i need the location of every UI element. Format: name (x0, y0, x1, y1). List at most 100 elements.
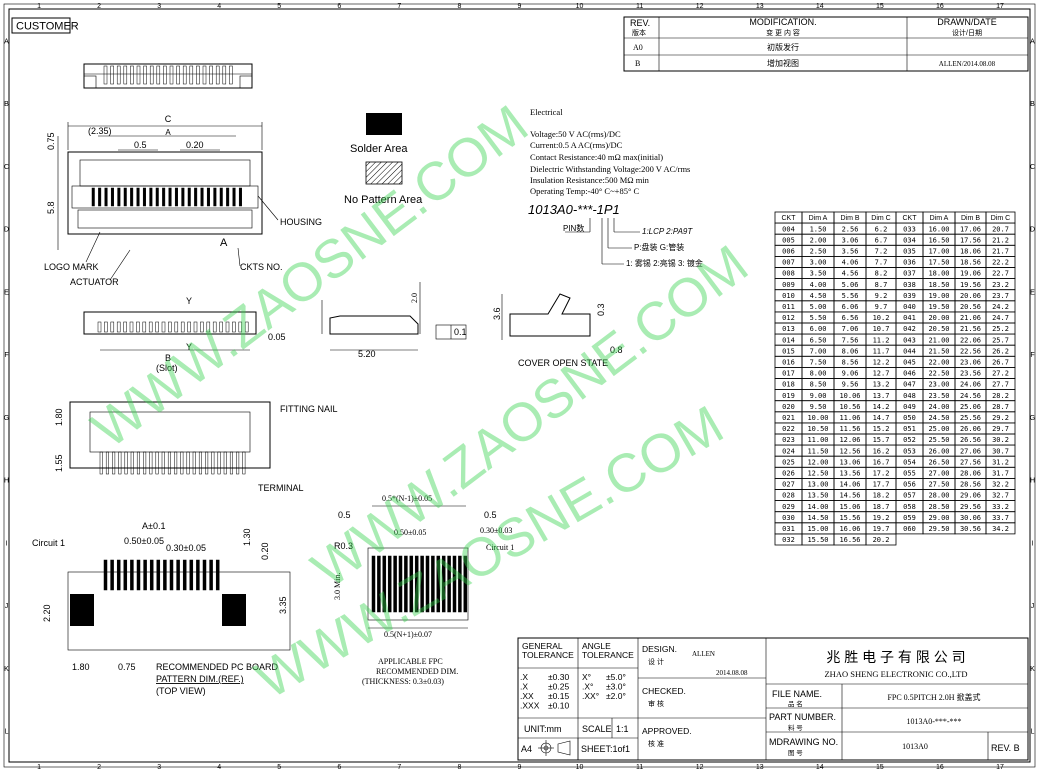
table-value: 009 (782, 281, 795, 289)
approved-label: APPROVED. (642, 726, 692, 736)
solder-area-label: Solder Area (350, 143, 408, 155)
table-value: 058 (903, 503, 916, 511)
mdrawing-label: MDRAWING NO. (769, 737, 838, 747)
pin (110, 559, 114, 591)
pcb-title-1: RECOMMENDED PC BOARD (156, 662, 279, 672)
pcb-dim-220: 2.20 (42, 604, 52, 622)
column-number: 8 (457, 3, 461, 10)
table-value: 21.06 (960, 314, 981, 322)
table-value: 19.00 (928, 292, 949, 300)
table-value: 17.7 (873, 481, 890, 489)
pcb-dim-050: 0.50±0.05 (124, 536, 164, 546)
row-letter: E (4, 289, 9, 296)
table-value: 24.06 (960, 381, 981, 389)
table-value: 23.00 (928, 381, 949, 389)
pin (398, 555, 403, 613)
table-value: 18.7 (873, 503, 890, 511)
table-value: 036 (903, 259, 916, 267)
table-value: 8.00 (810, 370, 827, 378)
part-code: 1013A0-***-1P1 PIN数 1:LCP 2:PA9T P:盘装 G:… (528, 202, 703, 268)
fpc-dim-05r: 0.5 (484, 510, 497, 520)
cover-dim-03: 0.3 (596, 303, 606, 316)
pin (192, 451, 196, 475)
table-value: 17.56 (960, 236, 981, 244)
table-value: 5.56 (842, 292, 859, 300)
table-value: 15.50 (807, 536, 828, 544)
table-value: 28.06 (960, 470, 981, 478)
fpc-r03: R0.3 (334, 541, 353, 551)
pin (193, 321, 198, 333)
table-value: 33.2 (992, 503, 1009, 511)
table-value: 004 (782, 225, 795, 233)
row-letter: H (1030, 478, 1035, 485)
bottom-dim-155: 1.55 (54, 454, 64, 472)
table-value: 13.7 (873, 392, 890, 400)
table-value: 29.00 (928, 514, 949, 522)
pin (169, 559, 174, 591)
table-value: 26.00 (928, 447, 949, 455)
table-value: 31.7 (992, 470, 1009, 478)
table-value: 19.7 (873, 525, 890, 533)
pin (97, 321, 102, 333)
table-value: 044 (903, 347, 916, 355)
table-value: 15.06 (839, 503, 860, 511)
fitting-nail-label: FITTING NAIL (280, 404, 338, 414)
pin (155, 187, 159, 207)
column-number: 2 (97, 764, 101, 771)
table-value: 16.2 (873, 447, 890, 455)
table-value: 17.2 (873, 470, 890, 478)
plan-dim-005: 0.05 (268, 332, 286, 342)
front-dim-05: 0.5 (134, 140, 147, 150)
table-value: 8.7 (875, 281, 888, 289)
table-value: 22.2 (992, 259, 1009, 267)
rev-row-1-rev: A0 (633, 43, 643, 52)
pin (226, 187, 230, 207)
table-value: 22.06 (960, 336, 981, 344)
fpc-title-1: APPLICABLE FPC (378, 657, 443, 666)
electrical-line-5: Insulation Resistance:500 MΩ min (530, 175, 650, 185)
pin (181, 187, 185, 207)
plating-label: 1: 雾锡 2:亮锡 3: 镀金 (626, 258, 703, 268)
electrical-specs: Electrical Voltage:50 V AC(rms)/DC Curre… (530, 107, 690, 196)
file-name-label-cn: 品 名 (788, 699, 803, 708)
table-header: Dim B (961, 215, 980, 222)
cover-dim-36: 3.6 (492, 307, 502, 320)
table-value: 13.2 (873, 381, 890, 389)
column-number: 3 (157, 3, 161, 10)
pin (425, 555, 430, 613)
pin (148, 321, 153, 333)
outer-frame (8, 8, 1031, 763)
table-value: 034 (903, 236, 916, 244)
table-value: 15.00 (807, 525, 828, 533)
scale-value: 1:1 (616, 724, 629, 734)
fpc-dim-030: 0.30±0.03 (480, 526, 512, 535)
electrical-title: Electrical (530, 107, 563, 117)
table-value: 20.50 (928, 325, 949, 333)
table-value: 3.50 (810, 270, 827, 278)
fpc-min30: 3.0 Min. (333, 573, 342, 600)
table-value: 060 (903, 525, 916, 533)
table-value: 051 (903, 425, 916, 433)
pcb-circuit1: Circuit 1 (32, 538, 65, 548)
pin (200, 321, 204, 333)
fpc-dim-top: 0.5*(N-1)±0.05 (382, 494, 432, 503)
fpc-title-3: (THICKNESS: 0.3±0.03) (362, 677, 444, 686)
modification-header-cn: 变 更 内 容 (766, 28, 800, 37)
general-tol-1: GENERAL (522, 641, 563, 651)
pin (110, 187, 114, 207)
pin (212, 321, 217, 333)
table-value: 23.06 (960, 359, 981, 367)
table-value: 2.00 (810, 236, 827, 244)
front-dim-c: C (165, 114, 172, 124)
column-number: 1 (37, 764, 41, 771)
tol-prefix: .X (520, 682, 528, 692)
pin (161, 321, 166, 333)
terminal-label: TERMINAL (258, 483, 304, 493)
column-number: 5 (277, 3, 281, 10)
table-value: 006 (782, 248, 795, 256)
table-value: 12.00 (807, 458, 828, 466)
pin (118, 451, 122, 475)
pin (229, 65, 233, 85)
pin (182, 65, 187, 85)
cover-open-view: 3.6 0.3 0.8 COVER OPEN STATE (492, 293, 623, 368)
